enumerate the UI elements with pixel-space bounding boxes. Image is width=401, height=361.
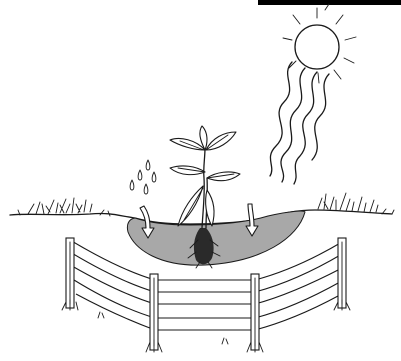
top-bar xyxy=(258,0,401,5)
grass-tuft-left xyxy=(28,198,92,214)
water-pool xyxy=(127,211,305,265)
ground-surface xyxy=(10,210,392,224)
plant xyxy=(170,126,240,228)
ground-sprigs xyxy=(98,312,228,344)
heat-wave-icon xyxy=(270,62,329,184)
sun-icon xyxy=(283,4,356,83)
raindrop-icon xyxy=(130,160,156,194)
grass-tuft-right xyxy=(318,193,378,212)
